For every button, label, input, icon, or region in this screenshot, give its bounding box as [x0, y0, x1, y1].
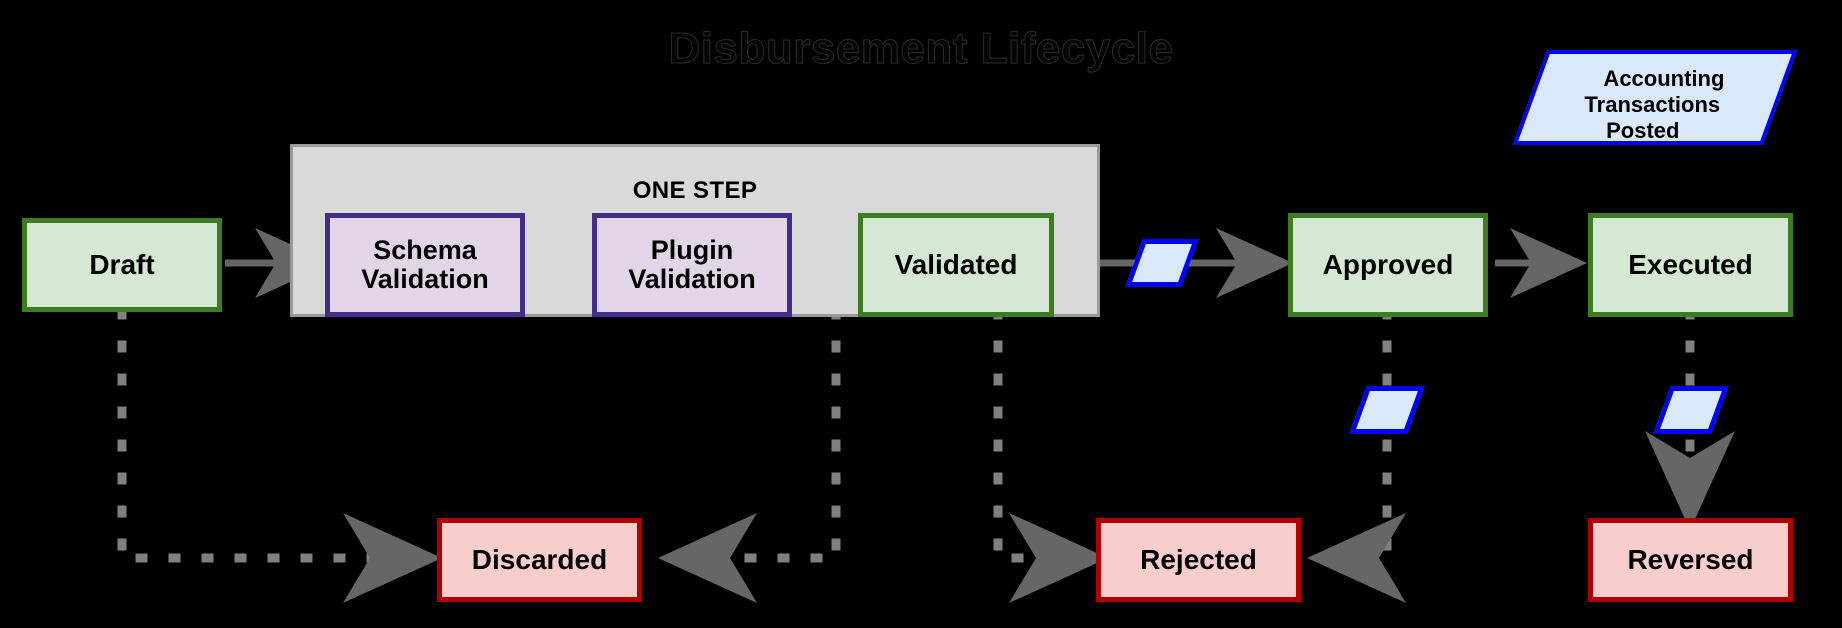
node-validated-label: Validated	[894, 248, 1018, 280]
node-schema-validation-label-line2: Validation	[361, 264, 489, 294]
node-plugin-validation[interactable]: Plugin Validation	[592, 213, 792, 317]
group-one-step-label: ONE STEP	[632, 177, 758, 204]
edge-approved-rejected	[1307, 307, 1406, 603]
node-reversed[interactable]: Reversed	[1588, 518, 1793, 602]
node-plugin-validation-label-line1: Plugin	[650, 234, 734, 265]
node-plugin-validation-label-line2: Validation	[628, 264, 756, 294]
artifact-marker-validated-approved[interactable]	[1125, 239, 1199, 287]
artifact-marker-approved-rejected[interactable]	[1349, 386, 1425, 434]
node-approved[interactable]: Approved	[1288, 213, 1488, 317]
artifact-accounting-line3: Posted	[1606, 117, 1680, 143]
artifact-accounting-transactions-posted[interactable]: Accounting Transactions Posted	[1512, 50, 1798, 145]
node-schema-validation-label-line1: Schema	[373, 234, 477, 265]
node-executed[interactable]: Executed	[1588, 213, 1793, 317]
node-discarded[interactable]: Discarded	[437, 518, 642, 602]
edge-plugin-discarded	[658, 307, 841, 603]
artifact-marker-executed-reversed[interactable]	[1653, 386, 1729, 434]
node-rejected[interactable]: Rejected	[1096, 518, 1301, 602]
node-validated[interactable]: Validated	[858, 213, 1054, 317]
node-discarded-label: Discarded	[471, 543, 608, 575]
artifact-accounting-line2: Transactions	[1584, 91, 1721, 117]
node-approved-label: Approved	[1322, 248, 1454, 280]
artifact-accounting-line1: Accounting	[1603, 66, 1725, 91]
node-executed-label: Executed	[1628, 248, 1753, 280]
node-reversed-label: Reversed	[1627, 543, 1754, 575]
node-schema-validation[interactable]: Schema Validation	[325, 213, 525, 317]
edge-draft-discarded	[117, 307, 442, 603]
node-rejected-label: Rejected	[1140, 543, 1257, 575]
edge-validated-rejected	[993, 307, 1108, 603]
page-title: Disbursement Lifecycle	[668, 24, 1174, 74]
node-draft[interactable]: Draft	[22, 218, 222, 312]
node-draft-label: Draft	[89, 248, 155, 280]
